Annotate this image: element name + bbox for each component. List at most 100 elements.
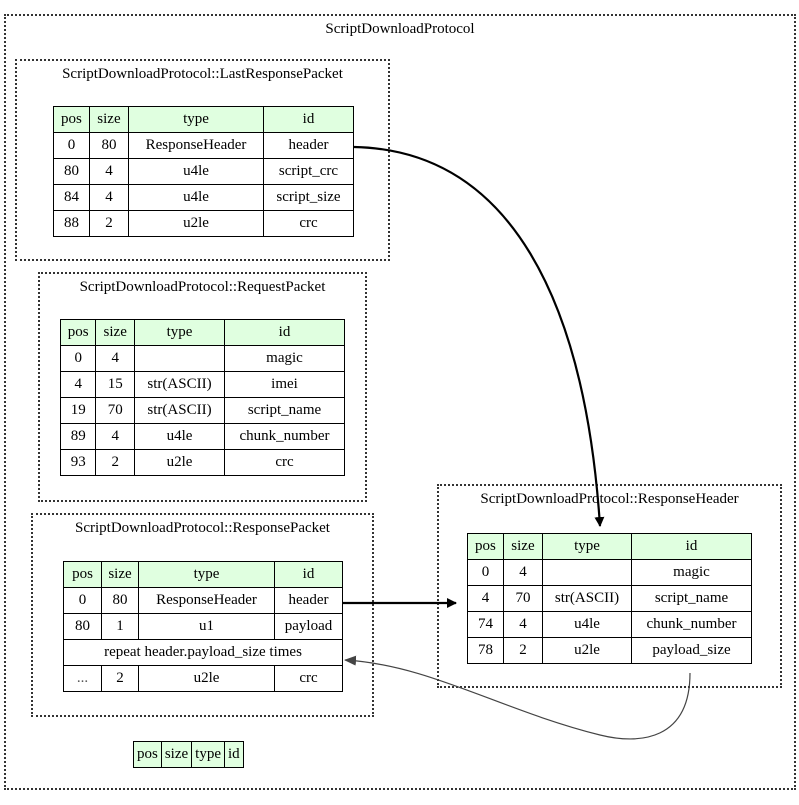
cell-size: 4 — [502, 559, 544, 586]
cell-id: crc — [263, 210, 354, 237]
cluster-title: ScriptDownloadProtocol::ResponsePacket — [75, 520, 330, 536]
cell-pos: 4 — [467, 585, 504, 612]
cell-size: 2 — [95, 449, 135, 476]
col-type: type — [542, 533, 632, 560]
cell-size: 4 — [95, 345, 135, 372]
table-last-response-packet: pos size type id 0 80 ResponseHeader hea… — [53, 106, 354, 237]
cell-id: script_size — [263, 184, 354, 211]
header-row: pos size type id — [63, 561, 343, 588]
cell-pos: 80 — [63, 613, 102, 640]
table-row: 4 70 str(ASCII) script_name — [467, 585, 752, 612]
table-request-packet: pos size type id 0 4 magic 4 15 str(ASCI… — [59, 319, 345, 476]
cell-id: payload_size — [631, 637, 752, 664]
cell-type: ResponseHeader — [128, 132, 264, 159]
table-row: 0 4 magic — [467, 559, 752, 586]
cell-type: u1 — [138, 613, 275, 640]
cell-size: 2 — [101, 665, 139, 692]
cell-size: 1 — [101, 613, 139, 640]
table-row: 80 4 u4le script_crc — [53, 158, 354, 185]
table-row: 80 1 u1 payload — [63, 613, 343, 640]
header-row: pos size type id — [133, 741, 244, 768]
col-pos: pos — [133, 741, 162, 768]
cell-pos: 80 — [53, 158, 90, 185]
cell-id: magic — [224, 345, 345, 372]
cell-pos: 89 — [59, 423, 97, 450]
cell-id: imei — [224, 371, 345, 398]
col-id: id — [263, 106, 354, 133]
table-row: 89 4 u4le chunk_number — [59, 423, 345, 450]
table-row: 88 2 u2le crc — [53, 210, 354, 237]
cell-type — [542, 559, 632, 586]
cell-size: 4 — [95, 423, 135, 450]
cell-pos: 0 — [467, 559, 504, 586]
cluster-response-packet: ScriptDownloadProtocol::ResponsePacket — [31, 513, 374, 717]
cell-size: 4 — [502, 611, 544, 638]
repeat-row: repeat header.payload_size times — [63, 639, 343, 666]
table-row: 93 2 u2le crc — [59, 449, 345, 476]
table-response-packet: pos size type id 0 80 ResponseHeader hea… — [63, 561, 343, 692]
cell-pos: 4 — [59, 371, 97, 398]
col-size: size — [160, 741, 193, 768]
cell-id: crc — [274, 665, 343, 692]
col-pos: pos — [59, 319, 97, 346]
table-row: 0 80 ResponseHeader header — [53, 132, 354, 159]
cell-id: crc — [224, 449, 345, 476]
cell-id: chunk_number — [631, 611, 752, 638]
cell-type: str(ASCII) — [134, 371, 225, 398]
table-response-header: pos size type id 0 4 magic 4 70 str(ASCI… — [467, 533, 752, 664]
repeat-note: repeat header.payload_size times — [63, 639, 343, 666]
col-pos: pos — [53, 106, 90, 133]
cell-pos: 0 — [59, 345, 97, 372]
cluster-title: ScriptDownloadProtocol::LastResponsePack… — [62, 66, 343, 82]
col-id: id — [274, 561, 343, 588]
col-type: type — [134, 319, 225, 346]
col-type: type — [128, 106, 264, 133]
cell-size: 80 — [101, 587, 139, 614]
cell-size: 80 — [88, 132, 130, 159]
cell-type: u4le — [128, 184, 264, 211]
cluster-title: ScriptDownloadProtocol — [325, 21, 475, 37]
cell-pos: 93 — [59, 449, 97, 476]
cell-size: 4 — [88, 184, 130, 211]
col-size: size — [95, 319, 135, 346]
col-pos: pos — [467, 533, 504, 560]
table-row: 0 4 magic — [59, 345, 345, 372]
cell-id: header — [274, 587, 343, 614]
col-type: type — [138, 561, 275, 588]
cell-pos: 0 — [63, 587, 102, 614]
cell-type: u2le — [134, 449, 225, 476]
cell-type: u2le — [542, 637, 632, 664]
cluster-title: ScriptDownloadProtocol::RequestPacket — [79, 279, 326, 295]
cell-id: script_name — [631, 585, 752, 612]
col-type: type — [191, 741, 225, 768]
cell-type: str(ASCII) — [134, 397, 225, 424]
cell-type: u4le — [542, 611, 632, 638]
header-row: pos size type id — [467, 533, 752, 560]
cell-id: header — [263, 132, 354, 159]
cell-pos: 74 — [467, 611, 504, 638]
table-top-level-header: pos size type id — [133, 741, 244, 768]
header-row: pos size type id — [53, 106, 354, 133]
cell-pos: 19 — [59, 397, 97, 424]
table-row: 0 80 ResponseHeader header — [63, 587, 343, 614]
col-size: size — [88, 106, 130, 133]
cell-pos: 84 — [53, 184, 90, 211]
col-size: size — [502, 533, 544, 560]
cell-type: u4le — [128, 158, 264, 185]
cell-size: 4 — [88, 158, 130, 185]
cell-id: script_name — [224, 397, 345, 424]
cell-id: payload — [274, 613, 343, 640]
table-row: 78 2 u2le payload_size — [467, 637, 752, 664]
cell-id: magic — [631, 559, 752, 586]
cell-id: script_crc — [263, 158, 354, 185]
col-id: id — [224, 319, 345, 346]
cell-size: 70 — [502, 585, 544, 612]
cell-size: 15 — [95, 371, 135, 398]
cell-size: 2 — [502, 637, 544, 664]
table-row: ... 2 u2le crc — [63, 665, 343, 692]
cell-type — [134, 345, 225, 372]
table-row: 84 4 u4le script_size — [53, 184, 354, 211]
cluster-title: ScriptDownloadProtocol::ResponseHeader — [480, 491, 739, 507]
cell-type: u2le — [138, 665, 275, 692]
cell-type: u4le — [134, 423, 225, 450]
